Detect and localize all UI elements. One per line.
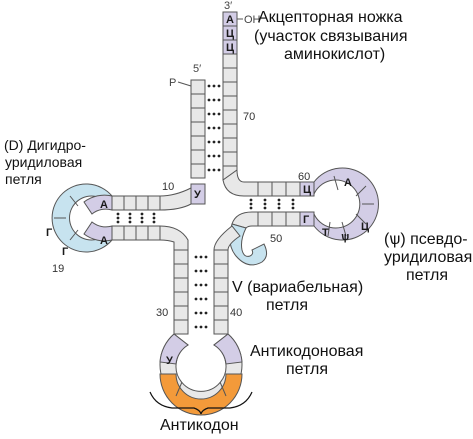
acceptor-stem-3prime-strand xyxy=(222,11,238,181)
t-arm-stem xyxy=(222,169,301,229)
d-arm-stem xyxy=(111,187,192,251)
p-connector xyxy=(177,81,192,87)
svg-text:V (вариабельная): V (вариабельная) xyxy=(232,279,363,296)
psi-loop xyxy=(313,167,379,241)
base-d-a2: А xyxy=(100,235,108,247)
number-50: 50 xyxy=(270,233,282,245)
three-prime-label: 3′ xyxy=(224,0,232,12)
number-10: 10 xyxy=(162,181,174,193)
t-arm-base-pairs xyxy=(249,198,295,210)
svg-text:петля: петля xyxy=(266,297,308,314)
d-loop xyxy=(51,183,113,253)
number-30: 30 xyxy=(156,307,168,319)
svg-text:петля: петля xyxy=(5,171,42,187)
base-psi-c2: Ц xyxy=(361,221,369,233)
d-loop-label: (D) Дигидро- уридиловая петля xyxy=(4,137,86,187)
psi-loop-label: (ѱ) псевдо- уридиловая петля xyxy=(384,231,472,284)
acceptor-stem-label: Акцепторная ножка (участок связывания ам… xyxy=(254,9,408,63)
acceptor-stem-base-pairs xyxy=(207,84,221,172)
svg-text:аминокислот): аминокислот) xyxy=(284,46,385,63)
anticodon-stem-base-pairs xyxy=(194,255,208,329)
base-acceptor-a: А xyxy=(226,14,234,26)
svg-text:(D) Дигидро-: (D) Дигидро- xyxy=(4,137,86,153)
svg-text:петля: петля xyxy=(406,267,448,284)
base-anticodon-u: У xyxy=(166,355,173,367)
anticodon-loop-label: Антикодоновая петля xyxy=(250,343,363,378)
base-psi-t: Т xyxy=(322,227,329,239)
svg-text:(участок связывания: (участок связывания xyxy=(254,28,408,45)
d-arm-base-pairs xyxy=(116,212,156,224)
svg-text:(ѱ) псевдо-: (ѱ) псевдо- xyxy=(384,231,468,248)
acceptor-stem-5prime-strand xyxy=(190,79,206,205)
anticodon-triplet xyxy=(159,373,243,416)
base-acceptor-c1: Ц xyxy=(226,28,234,40)
base-psi-c1: Ц xyxy=(303,184,311,196)
svg-text:Антикодоновая: Антикодоновая xyxy=(250,343,363,360)
base-d-a1: А xyxy=(100,199,108,211)
svg-text:уридиловая: уридиловая xyxy=(5,154,82,170)
anticodon-bracket xyxy=(149,391,253,415)
anticodon-label: Антикодон xyxy=(160,417,239,434)
oh-label: OH xyxy=(244,14,261,26)
anticodon-stem-left-strand xyxy=(173,249,189,335)
p-label: P xyxy=(169,77,176,89)
anticodon-loop xyxy=(159,333,243,416)
base-psi-psi: ѱ xyxy=(341,231,349,243)
number-19: 19 xyxy=(52,263,64,275)
variable-loop-label: V (вариабельная) петля xyxy=(232,279,363,314)
svg-text:петля: петля xyxy=(286,361,328,378)
base-d-g1: Г xyxy=(46,227,53,239)
base-psi-g: Г xyxy=(303,214,310,226)
anticodon-stem-right-strand xyxy=(213,225,241,335)
svg-text:Акцепторная ножка: Акцепторная ножка xyxy=(258,9,403,26)
svg-text:уридиловая: уридиловая xyxy=(384,249,472,266)
number-40: 40 xyxy=(230,307,242,319)
base-acceptor-c2: Ц xyxy=(226,42,234,54)
number-60: 60 xyxy=(298,171,310,183)
number-70: 70 xyxy=(243,111,255,123)
base-psi-a: А xyxy=(344,177,352,189)
base-d-g2: Г xyxy=(62,246,69,258)
base-d-u: У xyxy=(194,189,201,201)
five-prime-label: 5′ xyxy=(193,63,201,75)
